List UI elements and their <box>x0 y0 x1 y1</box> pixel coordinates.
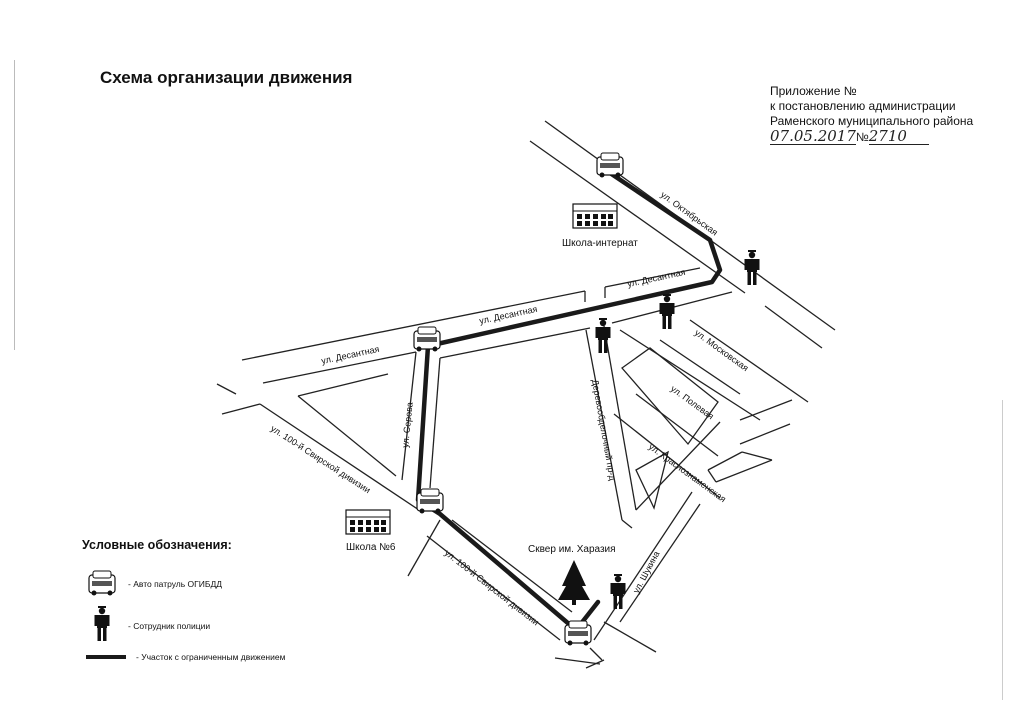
place-label-square: Сквер им. Харазия <box>528 544 616 555</box>
fir-tree-icon <box>558 560 590 605</box>
street-label-polevaya: ул. Полевая <box>669 384 716 422</box>
police-officer-icon <box>744 250 760 285</box>
patrol-car-icon <box>564 620 592 647</box>
page-title: Схема организации движения <box>100 68 353 87</box>
legend-label-patrol: - Авто патруль ОГИБДД <box>128 579 222 589</box>
police-officer-icon <box>94 606 110 641</box>
appendix-line-3: Раменского муниципального района <box>770 114 974 128</box>
school-building-icon <box>345 509 391 535</box>
patrol-car-icon <box>416 488 444 515</box>
legend-item-restricted: - Участок с ограниченным движением <box>86 652 285 662</box>
appendix-line-2: к постановлению администрации <box>770 99 956 113</box>
street-label-desantnaya: ул. Десантная <box>626 267 686 289</box>
street-label-derevoobdelochny: Деревообделочный пр-д <box>590 379 618 482</box>
legend-label-restricted: - Участок с ограниченным движением <box>136 652 286 662</box>
street-label-desantnaya: ул. Десантная <box>320 344 380 366</box>
car-icon <box>88 570 116 597</box>
route-line-icon <box>86 655 126 659</box>
scan-edge-right <box>1002 400 1003 700</box>
appendix-number: 2710 <box>868 129 929 145</box>
patrol-car-icon <box>596 152 624 179</box>
appendix-no-label: № <box>855 130 869 144</box>
street-label-svirskoy: ул. 100-й Свирской дивизии <box>269 423 372 495</box>
legend-item-patrol: - Авто патруль ОГИБДД <box>86 570 222 598</box>
police-officer-icon <box>659 294 675 329</box>
street-label-krasnoznamenskaya: ул. Краснознаменская <box>647 442 728 505</box>
legend-label-officer: - Сотрудник полиции <box>128 621 211 631</box>
appendix-date: 07.05.2017 <box>770 127 856 145</box>
street-label-serova: ул. Серова <box>400 402 415 449</box>
appendix-date-number: 07.05.2017№2710 <box>770 129 973 145</box>
legend-title: Условные обозначения: <box>82 538 232 552</box>
appendix-block: Приложение № к постановлению администрац… <box>770 84 973 145</box>
street-label-shukina: ул. Шукина <box>631 549 662 595</box>
street-label-moskovskaya: ул. Московская <box>693 328 751 374</box>
place-label-school-internat: Школа-интернат <box>562 238 638 249</box>
school-building-icon <box>572 203 618 229</box>
appendix-line-1: Приложение № <box>770 84 857 98</box>
legend-item-officer: - Сотрудник полиции <box>86 606 210 646</box>
place-label-school-6: Школа №6 <box>346 542 396 553</box>
scan-edge-left <box>14 60 15 350</box>
patrol-car-icon <box>413 326 441 353</box>
